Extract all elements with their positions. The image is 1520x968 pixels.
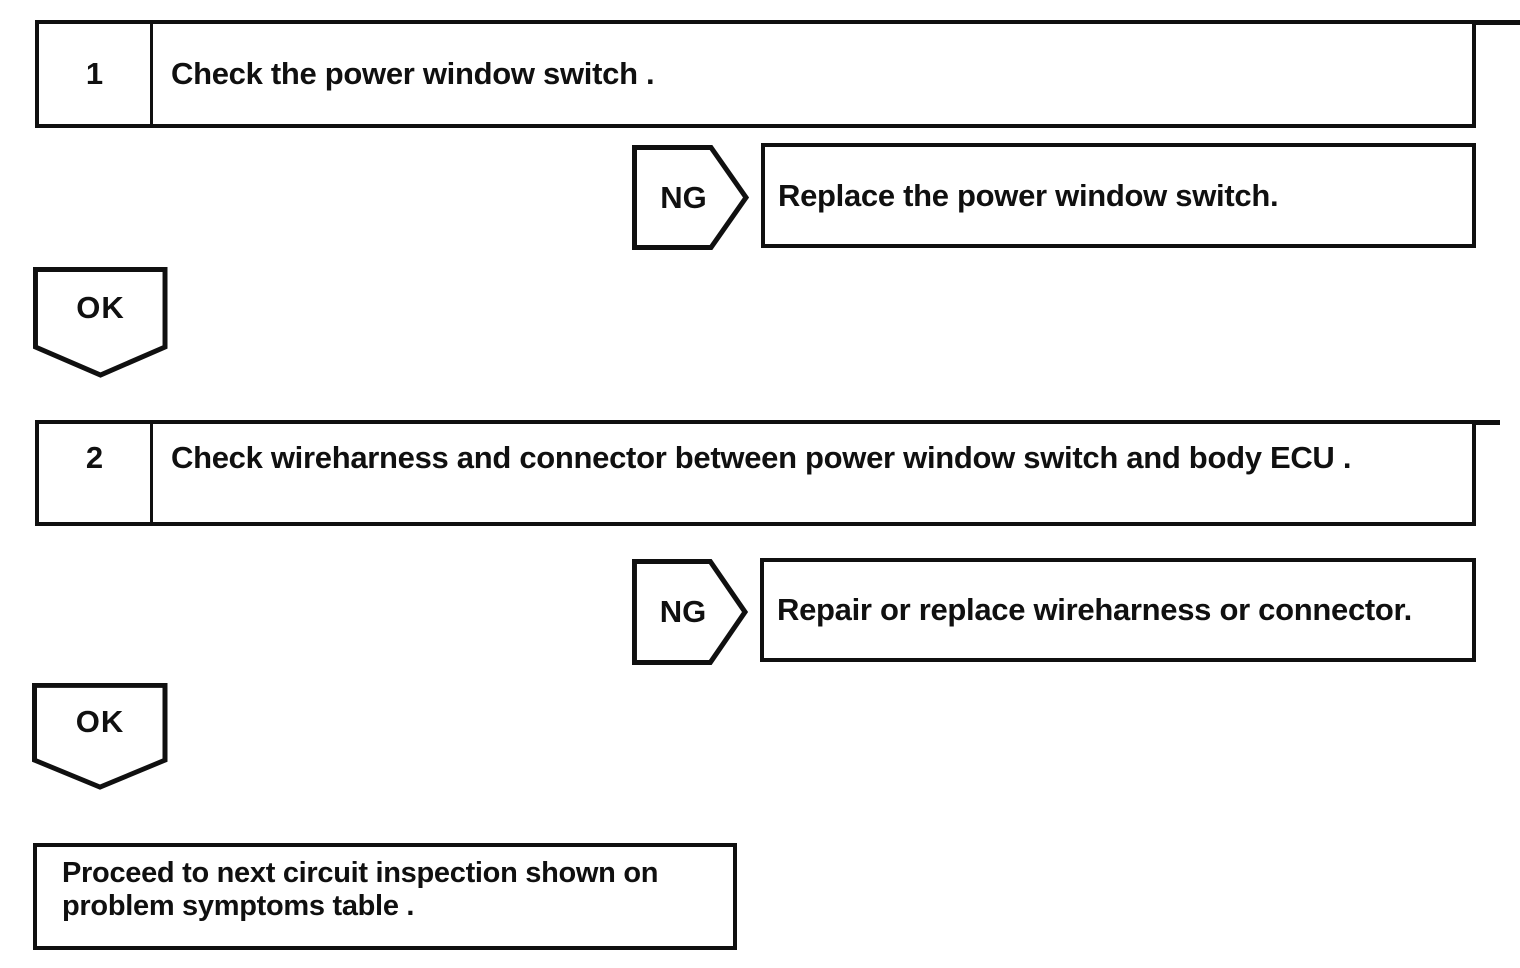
ng-badge-2: NG xyxy=(632,559,748,665)
ok-label-1: OK xyxy=(76,290,125,325)
ng-badge-1: NG xyxy=(632,145,749,250)
step-1-box: 1 Check the power window switch . xyxy=(35,20,1476,128)
step-1-number: 1 xyxy=(85,56,104,91)
step-2-number-cell: 2 xyxy=(39,424,153,522)
ok-badge-2: OK xyxy=(32,683,168,790)
ng-action-text-2: Repair or replace wireharness or connect… xyxy=(777,592,1412,627)
ng-arrow-shape-icon xyxy=(632,559,748,665)
ok-label-2: OK xyxy=(75,704,125,739)
step-1-instruction: Check the power window switch . xyxy=(171,56,655,91)
step-2-number: 2 xyxy=(85,440,104,475)
ng-label-1: NG xyxy=(660,179,707,215)
ok-arrow-shape-icon xyxy=(32,683,168,790)
ng-action-box-2: Repair or replace wireharness or connect… xyxy=(760,558,1476,662)
ng-arrow-shape-icon xyxy=(632,145,749,250)
terminal-line-2: problem symptoms table . xyxy=(62,890,415,922)
ok-badge-1: OK xyxy=(33,267,168,378)
ng-action-box-1: Replace the power window switch. xyxy=(761,143,1476,248)
step-2-box: 2 Check wireharness and connector betwee… xyxy=(35,420,1476,526)
ok-arrow-shape-icon xyxy=(33,267,168,378)
ng-label-2: NG xyxy=(659,594,707,629)
step-2-instruction: Check wireharness and connector between … xyxy=(171,440,1352,475)
ng-action-text-1: Replace the power window switch. xyxy=(778,177,1279,213)
step-1-number-cell: 1 xyxy=(39,24,153,124)
terminal-box: Proceed to next circuit inspection shown… xyxy=(33,843,737,950)
terminal-line-1: Proceed to next circuit inspection shown… xyxy=(62,857,659,889)
